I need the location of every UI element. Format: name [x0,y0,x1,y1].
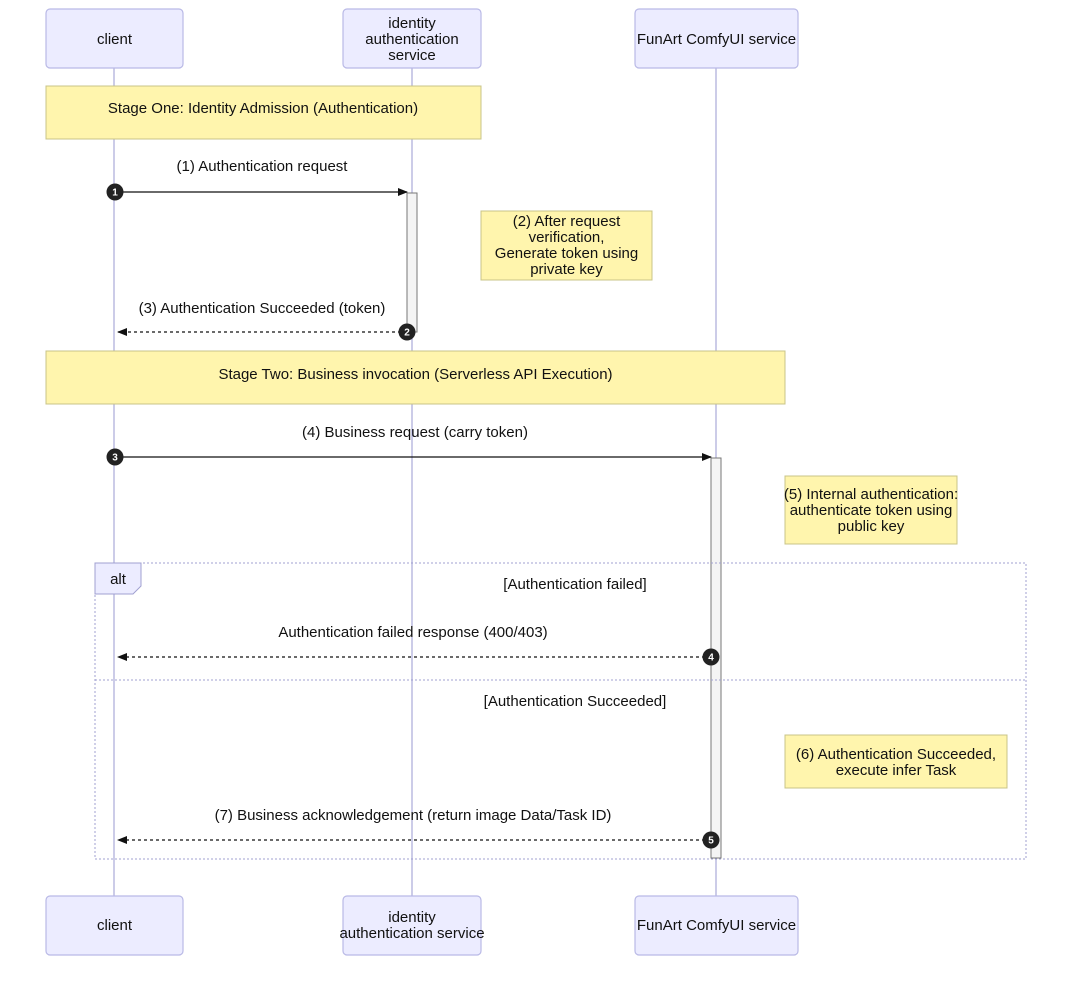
svg-text:4: 4 [708,653,714,664]
participant-client-top-label: client [97,31,133,48]
participant-identity-auth-top-line3: service [388,47,436,64]
note-2-line1: (2) After request [513,213,621,230]
alt-frame: alt [Authentication failed] [Authenticat… [94,562,1027,860]
note-6-line1: (6) Authentication Succeeded, [796,746,996,763]
participant-identity-auth-bottom-line2: authentication service [339,925,484,942]
svg-text:5: 5 [708,836,714,847]
alt-condition-failed: [Authentication failed] [503,576,646,593]
message-1-label: (1) Authentication request [177,158,349,175]
note-2-line4: private key [530,261,603,278]
participant-funart-top: FunArt ComfyUI service [634,8,799,69]
message-5-badge: 5 [702,831,720,849]
message-4-badge: 4 [702,648,720,666]
message-3-badge: 3 [106,448,124,466]
svg-text:3: 3 [112,453,118,464]
activation-identity-auth [406,192,418,333]
note-5-line1: (5) Internal authentication: [784,486,958,503]
message-5-label: (7) Business acknowledgement (return ima… [215,807,612,824]
svg-text:2: 2 [404,328,410,339]
message-1-badge: 1 [106,183,124,201]
message-2-label: (3) Authentication Succeeded (token) [139,300,386,317]
message-4-label: Authentication failed response (400/403) [278,624,547,641]
alt-condition-succeeded: [Authentication Succeeded] [484,693,667,710]
note-6: (6) Authentication Succeeded, execute in… [784,734,1008,789]
participant-client-bottom-label: client [97,917,133,934]
note-2-line3: Generate token using [495,245,638,262]
participant-identity-auth-top-line2: authentication [365,31,458,48]
stage-two-label: Stage Two: Business invocation (Serverle… [218,366,612,383]
note-2: (2) After request verification, Generate… [480,210,653,281]
participant-client-top: client [45,8,184,69]
participant-identity-auth-bottom: identity authentication service [339,895,485,956]
alt-label: alt [110,571,127,588]
alt-label-box [94,562,142,595]
stage-one-label: Stage One: Identity Admission (Authentic… [108,100,418,117]
participant-funart-bottom: FunArt ComfyUI service [634,895,799,956]
note-2-line2: verification, [529,229,605,246]
participant-identity-auth-bottom-line1: identity [388,909,436,926]
participant-identity-auth-top-line1: identity [388,15,436,32]
message-3-label: (4) Business request (carry token) [302,424,528,441]
note-5: (5) Internal authentication: authenticat… [784,475,958,545]
participant-client-bottom: client [45,895,184,956]
participant-identity-auth-top: identity authentication service [342,8,482,69]
note-5-line2: authenticate token using [790,502,953,519]
note-6-line2: execute infer Task [836,762,957,779]
participant-funart-top-label: FunArt ComfyUI service [637,31,796,48]
message-2-badge: 2 [398,323,416,341]
note-5-line3: public key [838,518,905,535]
participant-funart-bottom-label: FunArt ComfyUI service [637,917,796,934]
stage-two-banner: Stage Two: Business invocation (Serverle… [45,350,786,405]
svg-text:1: 1 [112,188,118,199]
stage-one-banner: Stage One: Identity Admission (Authentic… [45,85,482,140]
